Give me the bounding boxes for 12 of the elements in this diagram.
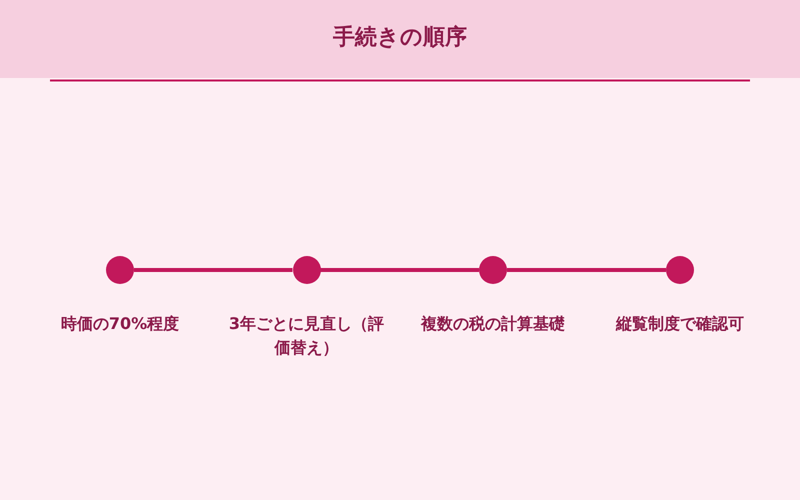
connector-line — [134, 268, 292, 272]
step-label: 複数の税の計算基礎 — [421, 313, 565, 335]
timeline-dot — [106, 256, 134, 284]
step-label: 3年ごとに見直し（評価替え） — [228, 313, 386, 359]
timeline-dot — [292, 256, 320, 284]
diagram-title: 手続きの順序 — [332, 24, 468, 52]
connector-line — [320, 268, 479, 272]
step-label: 縦覧制度で確認可 — [616, 313, 744, 335]
timeline-dot — [479, 256, 507, 284]
step-label: 時価の70%程度 — [60, 313, 180, 335]
timeline-dot — [666, 256, 694, 284]
connector-line — [507, 268, 666, 272]
